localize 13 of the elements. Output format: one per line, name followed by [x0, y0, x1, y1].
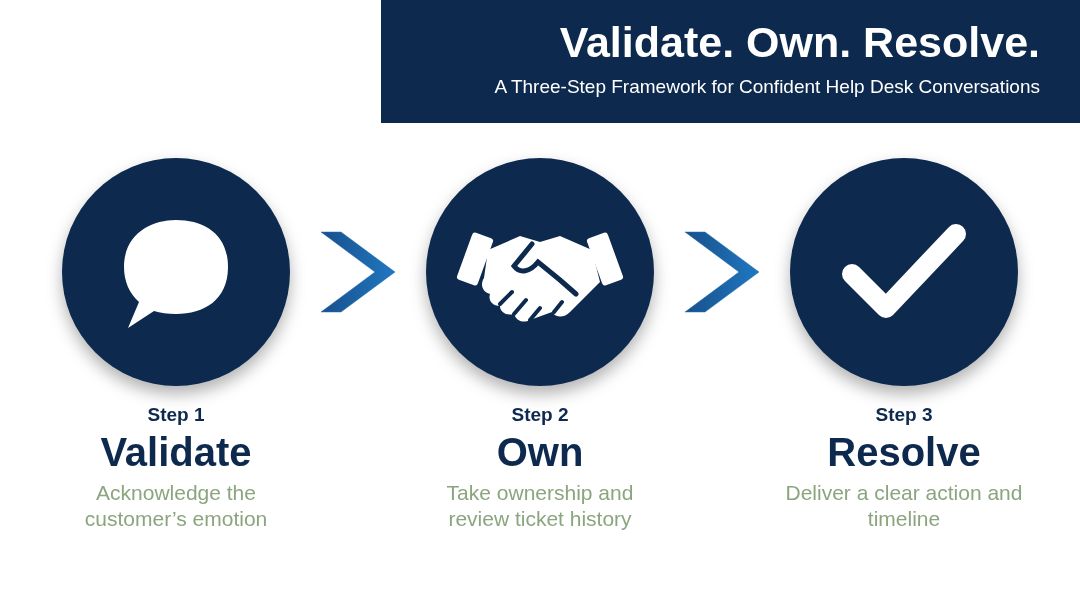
step-number: Step 2 — [510, 404, 570, 426]
step-title: Resolve — [826, 430, 982, 475]
subtitle: A Three-Step Framework for Confident Help Desk Conversations — [494, 76, 1040, 98]
step-description: Deliver a clear action and timeline — [784, 480, 1024, 532]
chevron-arrow — [684, 231, 760, 313]
step-number: Step 3 — [874, 404, 934, 426]
step-title: Validate — [99, 430, 253, 475]
step-number: Step 1 — [146, 404, 206, 426]
title: Validate. Own. Resolve. — [559, 18, 1040, 67]
chevron-arrow — [320, 231, 396, 313]
step-description: Take ownership and review ticket history — [445, 480, 635, 532]
step-title: Own — [495, 430, 585, 475]
step-description: Acknowledge the customer’s emotion — [83, 480, 269, 532]
